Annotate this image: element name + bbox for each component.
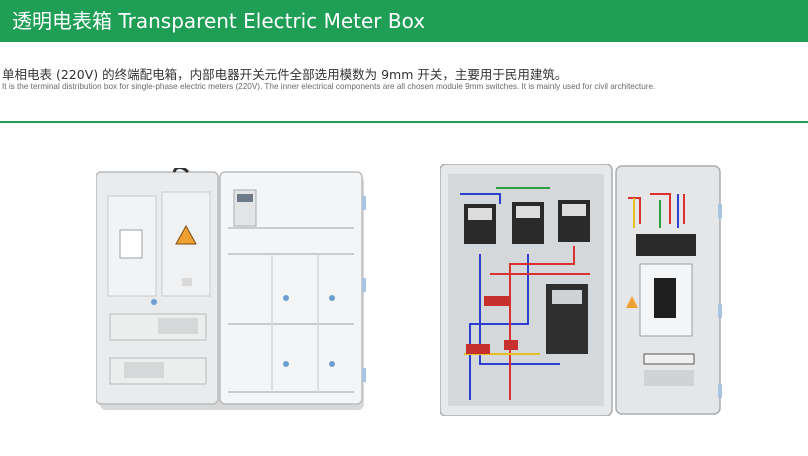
description-chinese: 单相电表 (220V) 的终端配电箱，内部电器开关元件全部选用模数为 9mm 开…: [2, 67, 568, 82]
page-title: 透明电表箱 Transparent Electric Meter Box: [12, 9, 426, 33]
open-meter-box-photo: [440, 164, 722, 416]
closed-meter-box-photo: [96, 168, 366, 410]
description-english: It is the terminal distribution box for …: [2, 82, 656, 91]
title-banner: 透明电表箱 Transparent Electric Meter Box: [0, 0, 808, 42]
section-divider: [0, 121, 808, 123]
